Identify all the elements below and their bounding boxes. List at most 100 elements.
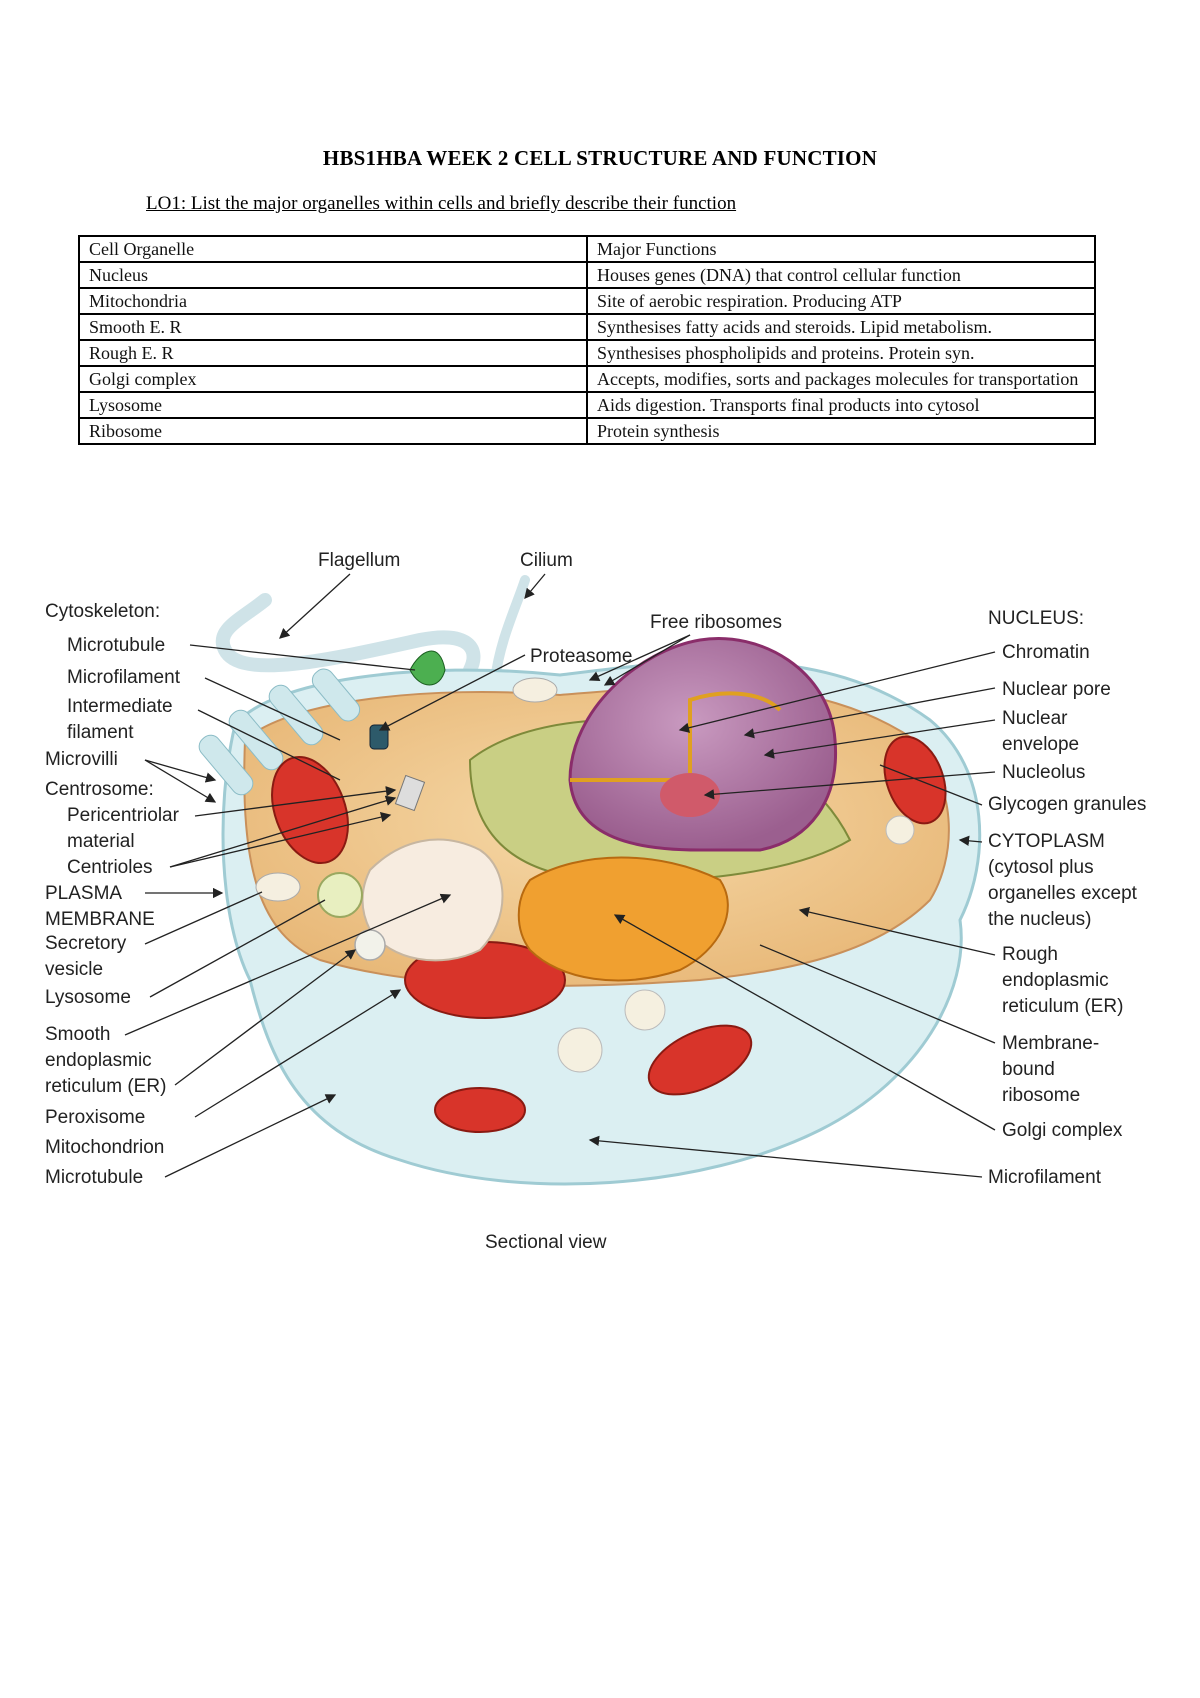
vesicle-shape-3 — [885, 815, 915, 845]
label-microfilament-right: Microfilament — [988, 1167, 1102, 1188]
function-cell: Protein synthesis — [586, 417, 1096, 445]
left-labels: Cytoskeleton: Microtubule Microfilament … — [45, 601, 181, 1188]
organelle-cell: Smooth E. R — [78, 313, 588, 341]
top-labels: Flagellum Cilium — [318, 550, 573, 571]
label-cytoskeleton: Cytoskeleton: — [45, 601, 160, 622]
secretory-vesicle-shape — [255, 872, 301, 902]
table-header-function: Major Functions — [586, 235, 1096, 263]
mitochondrion-shape-5 — [434, 1087, 526, 1133]
leader-smooth — [124, 893, 452, 1036]
leader-intermediate — [197, 709, 341, 781]
leader-free-ribosomes-1 — [588, 634, 691, 682]
leader-golgi — [613, 914, 996, 1131]
label-membrane-bound-3: ribosome — [1002, 1085, 1080, 1106]
label-nucleus: NUCLEUS: — [988, 608, 1084, 629]
table-header-row: Cell Organelle Major Functions — [78, 235, 1096, 263]
label-flagellum: Flagellum — [318, 550, 400, 571]
label-nuclear-envelope-2: envelope — [1002, 734, 1079, 755]
flagellum-shape — [215, 593, 481, 677]
function-cell: Site of aerobic respiration. Producing A… — [586, 287, 1096, 315]
label-intermediate-1: Intermediate — [67, 696, 173, 717]
leader-mitochondrion — [194, 989, 402, 1118]
table-header-organelle: Cell Organelle — [78, 235, 588, 263]
label-smooth-2: endoplasmic — [45, 1050, 152, 1071]
cell-diagram: Flagellum Cilium Cytoskeleton: Microtubu… — [45, 550, 1146, 1253]
learning-objective: LO1: List the major organelles within ce… — [146, 193, 737, 214]
nucleolus-shape — [660, 773, 720, 817]
label-plasma-1: PLASMA — [45, 883, 122, 904]
document-title: HBS1HBA WEEK 2 CELL STRUCTURE AND FUNCTI… — [322, 146, 878, 170]
label-centrioles: Centrioles — [67, 857, 153, 878]
cilium-base — [409, 650, 446, 686]
label-microtubule-top: Microtubule — [67, 635, 165, 656]
label-membrane-bound-2: bound — [1002, 1059, 1055, 1080]
function-cell: Accepts, modifies, sorts and packages mo… — [586, 365, 1096, 393]
label-cytoplasm-1: CYTOPLASM — [988, 831, 1105, 852]
function-cell: Synthesises phospholipids and proteins. … — [586, 339, 1096, 367]
organelle-cell: Rough E. R — [78, 339, 588, 367]
label-cytoplasm-2: (cytosol plus — [988, 857, 1094, 878]
function-cell: Aids digestion. Transports final product… — [586, 391, 1096, 419]
microvilli-shapes — [198, 668, 361, 796]
organelle-cell: Nucleus — [78, 261, 588, 289]
organelle-cell: Ribosome — [78, 417, 588, 445]
label-microvilli: Microvilli — [45, 749, 118, 770]
leader-centrioles-2 — [169, 812, 392, 868]
leader-free-ribosomes-2 — [603, 634, 691, 686]
organelle-cell: Golgi complex — [78, 365, 588, 393]
vesicle-shape-2 — [557, 1027, 603, 1073]
leader-nuclear-envelope — [763, 719, 996, 759]
label-rough-3: reticulum (ER) — [1002, 996, 1123, 1017]
label-rough-2: endoplasmic — [1002, 970, 1109, 991]
label-cilium: Cilium — [520, 550, 573, 571]
label-rough-1: Rough — [1002, 944, 1058, 965]
mitochondrion-shape-1 — [271, 755, 349, 865]
proteasome-shape — [512, 677, 558, 703]
cell-illustration — [198, 575, 982, 1186]
label-membrane-bound-1: Membrane- — [1002, 1033, 1099, 1054]
leader-microvilli-2 — [144, 759, 217, 803]
label-nuclear-envelope-1: Nuclear — [1002, 708, 1068, 729]
leader-microvilli-1 — [144, 759, 217, 783]
leader-rough — [798, 906, 996, 956]
proteasome-barrel — [369, 724, 389, 750]
leader-proteasome — [378, 654, 526, 731]
label-lysosome: Lysosome — [45, 987, 131, 1008]
label-smooth-1: Smooth — [45, 1024, 110, 1045]
label-smooth-3: reticulum (ER) — [45, 1076, 166, 1097]
leader-lysosome — [149, 899, 326, 998]
organelle-cell: Lysosome — [78, 391, 588, 419]
label-golgi: Golgi complex — [1002, 1120, 1123, 1141]
right-labels: NUCLEUS: Chromatin Nuclear pore Nuclear … — [988, 608, 1146, 1188]
leader-pericentriolar — [194, 786, 397, 817]
leader-chromatin — [678, 651, 996, 733]
label-secretory-2: vesicle — [45, 959, 103, 980]
vesicle-shape-1 — [624, 989, 666, 1031]
middle-labels: Proteasome Free ribosomes — [530, 612, 782, 667]
leader-membrane-bound — [759, 944, 996, 1044]
cilium-shape — [490, 575, 530, 685]
centriole-shape — [394, 774, 426, 812]
organelle-cell: Mitochondria — [78, 287, 588, 315]
label-microtubule-bottom: Microtubule — [45, 1167, 143, 1188]
label-chromatin: Chromatin — [1002, 642, 1090, 663]
label-glycogen: Glycogen granules — [988, 794, 1146, 815]
label-plasma-2: MEMBRANE — [45, 909, 155, 930]
function-cell: Houses genes (DNA) that control cellular… — [586, 261, 1096, 289]
label-pericentriolar-2: material — [67, 831, 135, 852]
mitochondrion-shape-3 — [883, 735, 947, 825]
label-centrosome: Centrosome: — [45, 779, 154, 800]
diagram-caption: Sectional view — [485, 1232, 607, 1253]
lysosome-shape — [317, 872, 363, 918]
leader-flagellum — [279, 573, 351, 639]
label-mitochondrion: Mitochondrion — [45, 1137, 164, 1158]
label-microfilament-left: Microfilament — [67, 667, 181, 688]
label-intermediate-2: filament — [67, 722, 134, 743]
